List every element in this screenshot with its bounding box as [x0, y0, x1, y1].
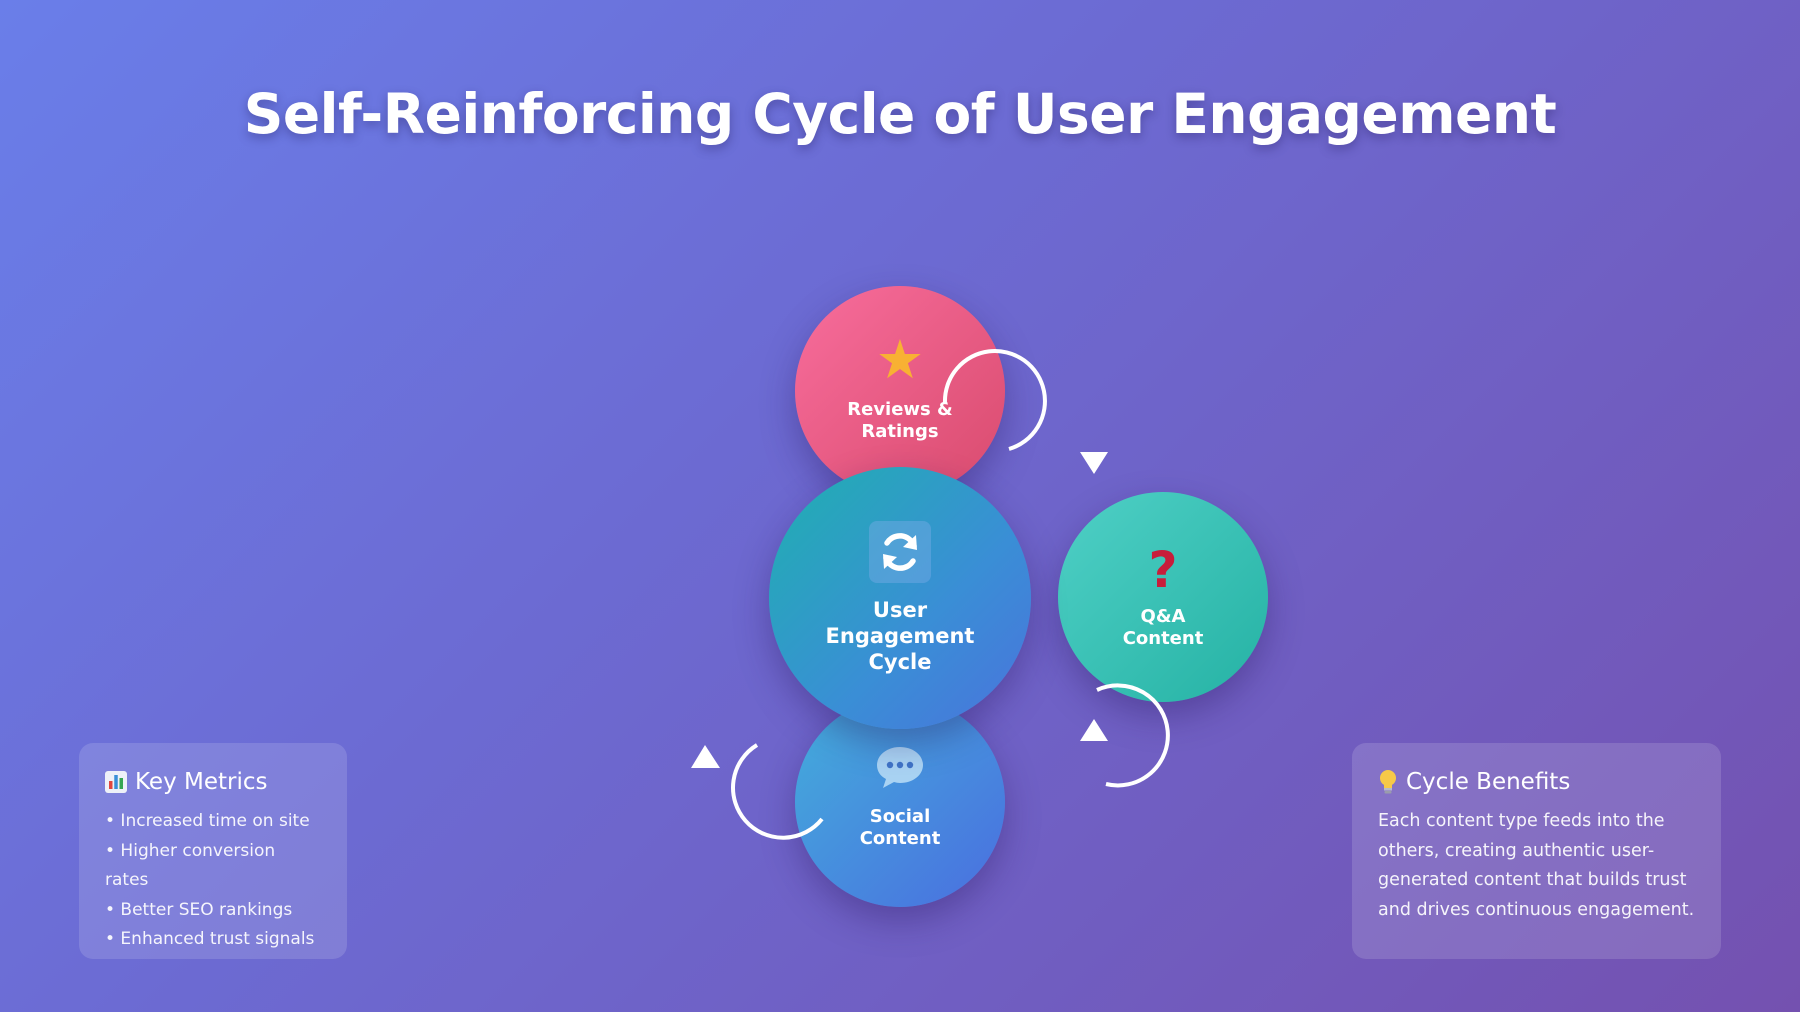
social-label-line-1: Social [869, 806, 931, 827]
social-content-node: Social Content [795, 697, 1005, 907]
benefits-line-1: Each content type feeds into the [1378, 811, 1665, 831]
reviews-label-line-1: Reviews & [847, 399, 953, 420]
question-icon: ? [1148, 541, 1178, 599]
chat-bubble-icon [875, 744, 925, 794]
star-icon: ★ [875, 328, 925, 391]
list-item: • Enhanced trust signals [105, 929, 315, 949]
center-label: User Engagement Cycle [826, 597, 975, 675]
cycle-benefits-title-text: Cycle Benefits [1406, 769, 1571, 795]
social-label-line-2: Content [859, 828, 941, 849]
social-content-label: Social Content [860, 806, 941, 850]
qa-content-node: ? Q&A Content [1058, 492, 1268, 702]
qa-label-line-1: Q&A [1140, 606, 1186, 627]
arrowhead-up-icon [1080, 719, 1108, 741]
key-metrics-panel: Key Metrics • Increased time on site • H… [79, 743, 347, 959]
user-engagement-cycle-node: User Engagement Cycle [769, 467, 1031, 729]
qa-label-line-2: Content [1122, 628, 1204, 649]
sync-icon [869, 521, 931, 583]
key-metrics-title: Key Metrics [105, 769, 321, 795]
reviews-ratings-node: ★ Reviews & Ratings [795, 286, 1005, 496]
list-item: • Higher conversion rates [105, 840, 276, 891]
reviews-ratings-label: Reviews & Ratings [847, 399, 953, 443]
cycle-benefits-panel: Cycle Benefits Each content type feeds i… [1352, 743, 1721, 959]
arrowhead-down-icon [1080, 452, 1108, 474]
list-item: • Better SEO rankings [105, 899, 293, 920]
qa-content-label: Q&A Content [1123, 606, 1204, 650]
cycle-benefits-text: Each content type feeds into the others,… [1378, 807, 1695, 925]
key-metrics-list: • Increased time on site • Higher conver… [105, 807, 321, 955]
cycle-benefits-title: Cycle Benefits [1378, 769, 1695, 795]
reviews-label-line-2: Ratings [861, 421, 939, 442]
benefits-line-2: others, creating authentic user- [1378, 840, 1655, 861]
benefits-line-3: generated content that builds trust [1378, 870, 1687, 890]
key-metrics-title-text: Key Metrics [135, 769, 268, 795]
center-label-line-3: Cycle [868, 650, 932, 674]
list-item: • Increased time on site [105, 811, 310, 831]
center-label-line-1: User [872, 598, 928, 622]
lightbulb-icon [1378, 769, 1398, 795]
arrowhead-up-left-icon [691, 745, 720, 768]
center-label-line-2: Engagement [825, 624, 975, 648]
benefits-line-4: and drives continuous engagement. [1378, 899, 1695, 920]
bar-chart-icon [105, 771, 127, 793]
page-title: Self-Reinforcing Cycle of User Engagemen… [243, 82, 1557, 146]
